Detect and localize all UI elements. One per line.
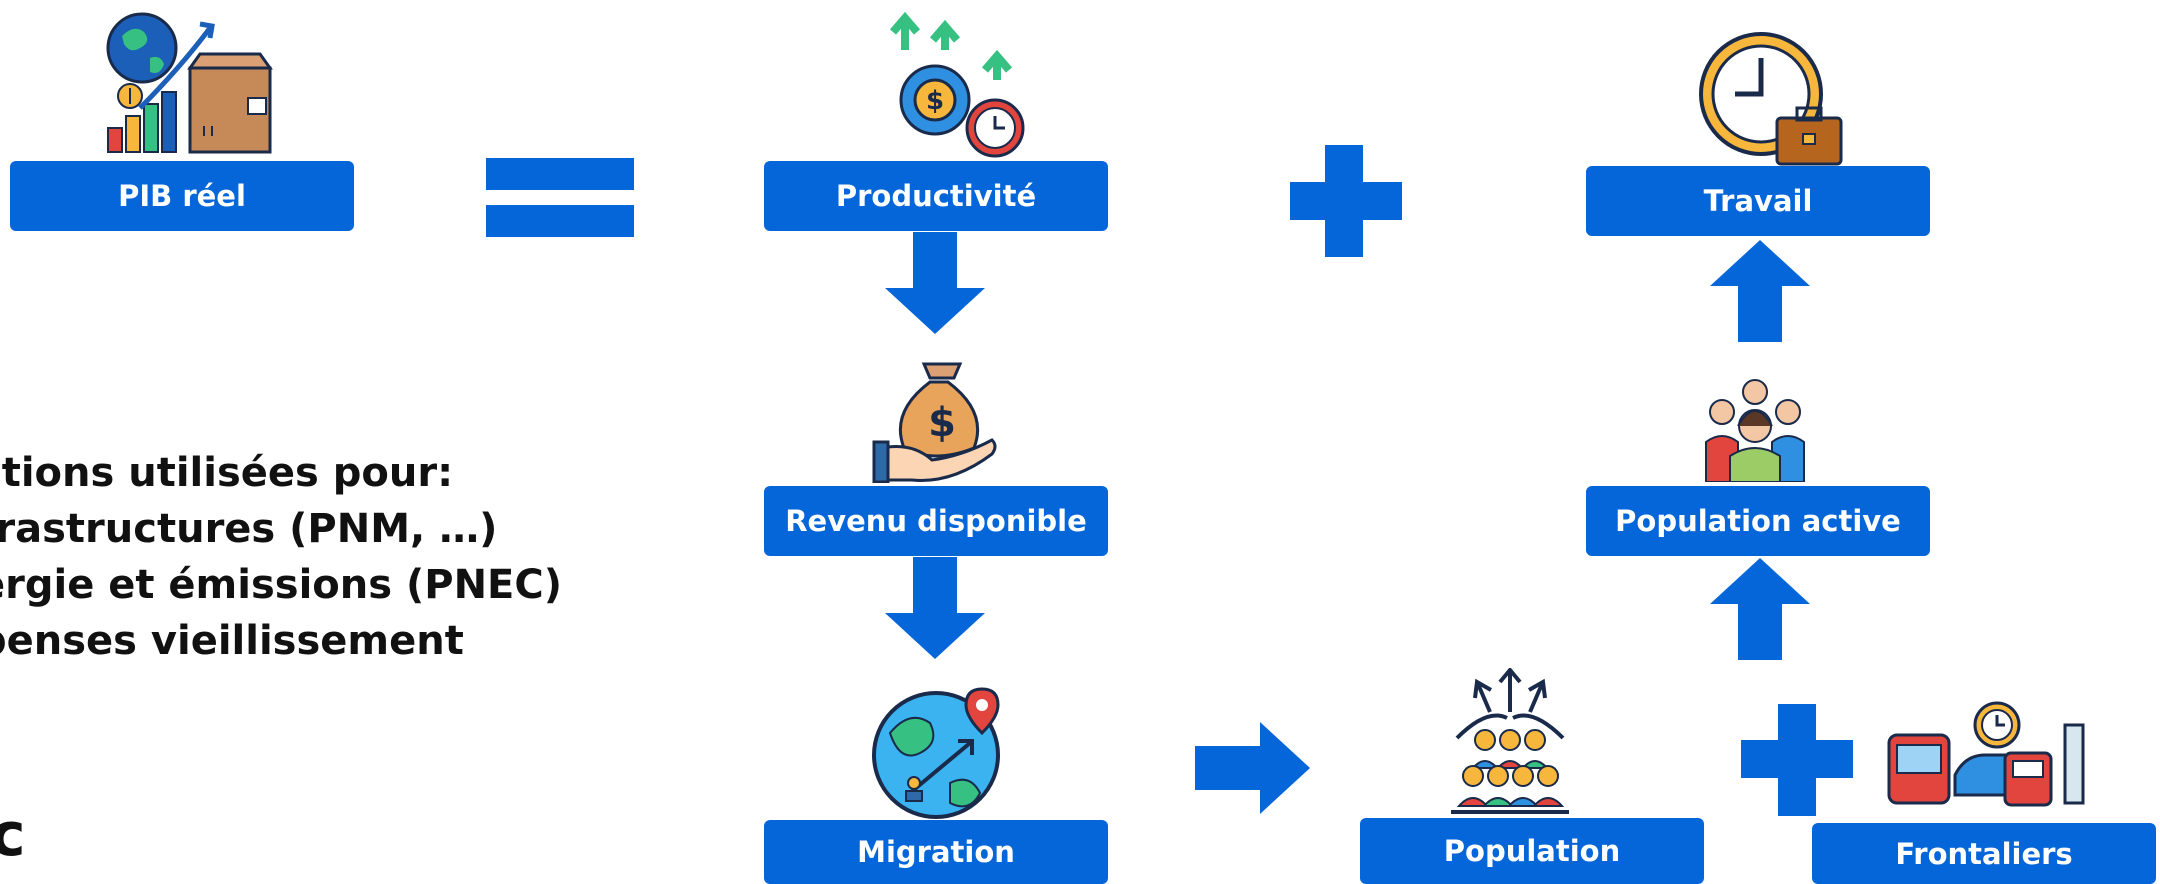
node-productivite: Productivité xyxy=(764,161,1108,231)
corner-text: c xyxy=(0,800,26,870)
side-text-list: ctions utilisées pour: frastructures (PN… xyxy=(0,445,562,669)
arrow-down-revenu-migration xyxy=(885,557,985,659)
arrow-right-migration-population xyxy=(1195,722,1310,814)
node-migration: Migration xyxy=(764,820,1108,884)
working-people-icon xyxy=(1705,379,1805,482)
side-text-line: frastructures (PNM, …) xyxy=(0,506,498,552)
arrow-up-population-active xyxy=(1710,558,1810,660)
globe-migration-icon xyxy=(872,687,1000,819)
clock-briefcase-icon xyxy=(1699,32,1843,166)
node-population: Population xyxy=(1360,818,1704,884)
plus-sign-horizontal xyxy=(1290,182,1402,220)
node-revenu-disponible: Revenu disponible xyxy=(764,486,1108,556)
population-growth-icon xyxy=(1451,668,1569,814)
arrow-up-travail xyxy=(1710,240,1810,342)
plus-sign-2-horizontal xyxy=(1741,740,1853,778)
node-frontaliers: Frontaliers xyxy=(1812,823,2156,884)
money-bag-hand-icon: $ xyxy=(872,362,997,483)
side-text-line: ctions utilisées pour: xyxy=(0,450,454,496)
productivity-gear-icon: $ xyxy=(889,11,1025,158)
arrow-down-productivite-revenu xyxy=(885,232,985,334)
transport-commuters-icon xyxy=(1887,701,2085,807)
svg-text:$: $ xyxy=(926,86,944,116)
side-text-line: penses vieillissement xyxy=(0,618,464,664)
gdp-growth-icon xyxy=(106,12,273,154)
side-text-line: ergie et émissions (PNEC) xyxy=(0,562,563,608)
node-travail: Travail xyxy=(1586,166,1930,236)
equals-sign-bottom-bar xyxy=(486,205,634,237)
node-pib-reel: PIB réel xyxy=(10,161,354,231)
node-population-active: Population active xyxy=(1586,486,1930,556)
svg-text:$: $ xyxy=(928,400,956,446)
equals-sign-top-bar xyxy=(486,158,634,190)
